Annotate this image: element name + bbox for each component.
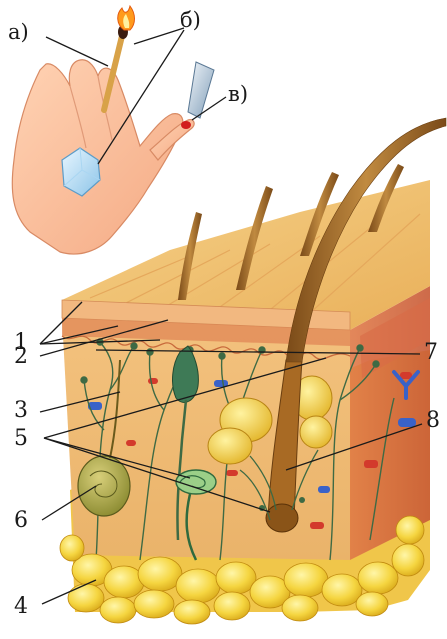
- label-a: а): [8, 22, 29, 43]
- label-5: 5: [14, 428, 28, 450]
- label-4: 4: [14, 596, 28, 618]
- label-3: 3: [14, 400, 28, 422]
- label-v: в): [228, 84, 248, 105]
- blade: [188, 62, 214, 118]
- label-8: 8: [426, 410, 440, 432]
- label-b: б): [180, 10, 201, 31]
- label-2: 2: [14, 346, 28, 368]
- label-6: 6: [14, 510, 28, 532]
- blood-drop: [181, 121, 191, 129]
- hand-inset: [12, 6, 214, 254]
- label-7: 7: [424, 342, 438, 364]
